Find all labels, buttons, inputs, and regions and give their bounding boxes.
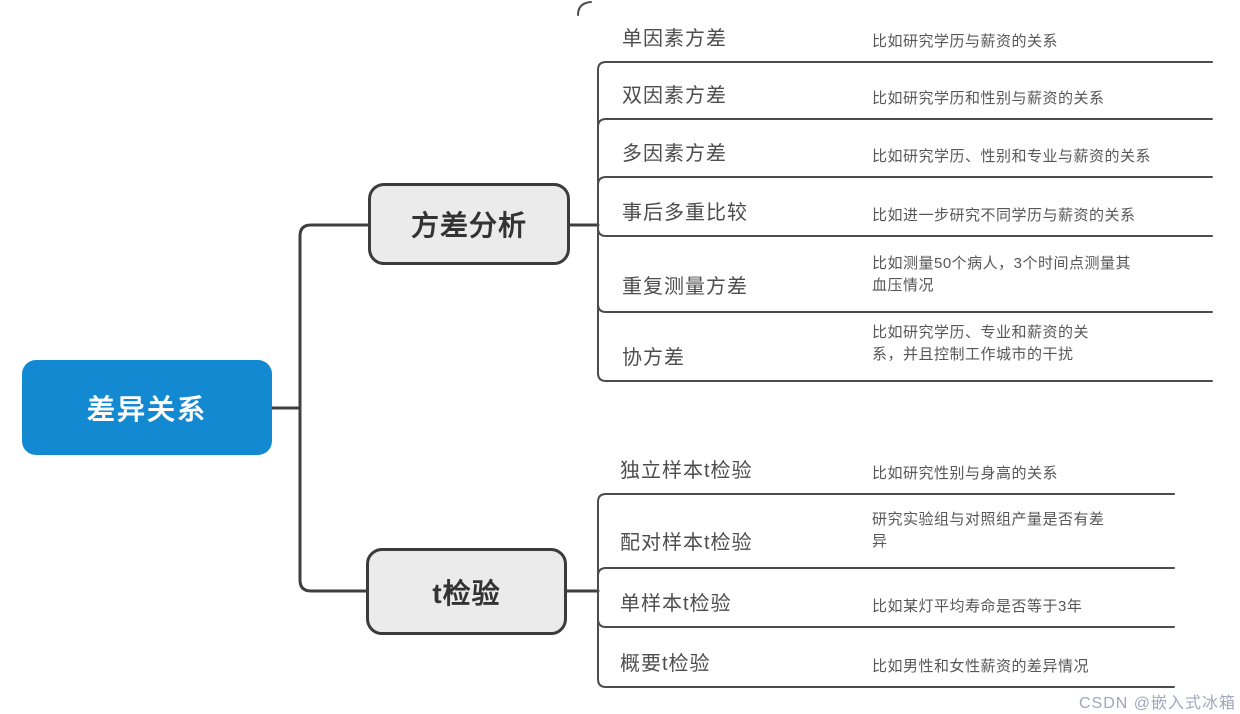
- anova-child-line-2: [597, 118, 1213, 226]
- note-one-way-anova: 比如研究学历与薪资的关系: [872, 33, 1059, 50]
- root-to-anova-line: [298, 223, 370, 410]
- topic-one-sample-t-test[interactable]: 单样本t检验: [620, 593, 732, 615]
- topic-paired-t-test[interactable]: 配对样本t检验: [620, 532, 753, 554]
- ttest-child-line-1: [597, 493, 1175, 592]
- note-paired-t-test: 研究实验组与对照组产量是否有差 异: [872, 511, 1105, 550]
- note-one-sample-t-test: 比如某灯平均寿命是否等于3年: [872, 598, 1083, 615]
- note-summary-t-test: 比如男性和女性薪资的差异情况: [872, 658, 1090, 675]
- topic-independent-t-test[interactable]: 独立样本t检验: [620, 460, 753, 482]
- anova-child-line-1: [597, 61, 1213, 226]
- branch-node-anova-label: 方差分析: [410, 210, 527, 241]
- topic-multi-factor-anova[interactable]: 多因素方差: [622, 143, 727, 165]
- note-independent-t-test: 比如研究性别与身高的关系: [872, 465, 1059, 482]
- anova-child-line-3: [597, 176, 1213, 226]
- branch-node-anova[interactable]: 方差分析: [368, 183, 570, 265]
- note-ancova: 比如研究学历、专业和薪资的关 系，并且控制工作城市的干扰: [872, 324, 1090, 363]
- anova-child-line-6: [597, 224, 1213, 382]
- branch-node-ttest-label: t检验: [432, 577, 501, 609]
- root-to-ttest-line: [298, 406, 368, 593]
- note-repeated-measures-anova: 比如测量50个病人，3个时间点测量其 血压情况: [872, 255, 1132, 294]
- cropped-edge-arc: [577, 1, 592, 16]
- csdn-watermark: CSDN @嵌入式冰箱: [1078, 695, 1236, 712]
- note-post-hoc-comparison: 比如进一步研究不同学历与薪资的关系: [872, 207, 1136, 224]
- ttest-child-line-4: [597, 590, 1175, 688]
- topic-repeated-measures-anova[interactable]: 重复测量方差: [622, 276, 748, 298]
- note-multi-factor-anova: 比如研究学历、性别和专业与薪资的关系: [872, 148, 1152, 165]
- ttest-child-line-2: [597, 567, 1175, 592]
- branch-node-ttest[interactable]: t检验: [366, 548, 567, 635]
- topic-ancova[interactable]: 协方差: [622, 347, 685, 369]
- topic-one-way-anova[interactable]: 单因素方差: [622, 28, 727, 50]
- note-two-way-anova: 比如研究学历和性别与薪资的关系: [872, 90, 1105, 107]
- topic-post-hoc-comparison[interactable]: 事后多重比较: [622, 202, 748, 224]
- topic-two-way-anova[interactable]: 双因素方差: [622, 85, 727, 107]
- topic-summary-t-test[interactable]: 概要t检验: [620, 653, 711, 675]
- root-node-difference-relation[interactable]: 差异关系: [22, 360, 272, 455]
- root-node-label: 差异关系: [86, 393, 207, 425]
